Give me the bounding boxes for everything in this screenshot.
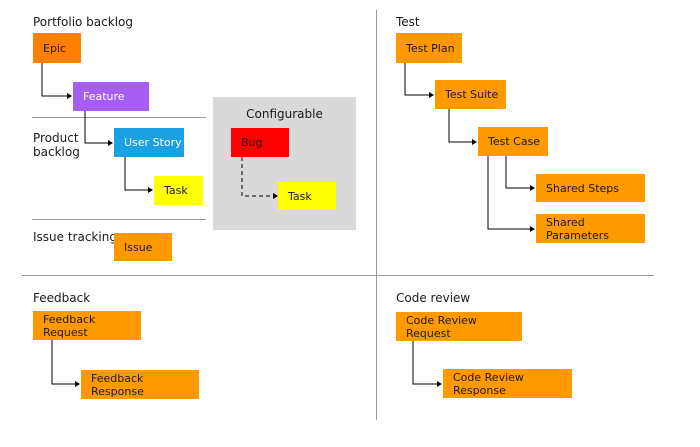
feedback-request-box: Feedback Request	[33, 311, 141, 340]
portfolio-backlog-label: Portfolio backlog	[33, 15, 133, 29]
configurable-label: Configurable	[246, 107, 323, 121]
code-review-request-box: Code Review Request	[396, 312, 522, 341]
arrowhead-sharedsteps	[530, 185, 535, 191]
horizontal-divider	[22, 275, 654, 276]
feedback-response-box: Feedback Response	[81, 370, 199, 399]
code-review-response-box: Code Review Response	[443, 369, 572, 398]
arrowhead-task	[148, 187, 153, 193]
product-backlog-label: Product backlog	[33, 131, 80, 159]
issue-tracking-label: Issue tracking	[33, 230, 117, 244]
feature-box: Feature	[73, 82, 149, 111]
shared-parameters-box: Shared Parameters	[536, 214, 645, 243]
code-review-label: Code review	[396, 291, 471, 305]
arrowhead-fbresponse	[75, 381, 80, 387]
connector-crrequest-crresponse	[412, 341, 437, 385]
test-plan-box: Test Plan	[396, 33, 462, 63]
arrowhead-crresponse	[437, 381, 442, 387]
connector-testcase-sharedparams	[487, 156, 530, 230]
connector-testsuite-testcase	[448, 109, 472, 143]
arrowhead-testcase	[472, 139, 477, 145]
portfolio-product-divider	[32, 117, 206, 118]
connector-testplan-testsuite	[404, 63, 429, 96]
product-issue-divider	[32, 219, 206, 220]
connector-bug-task	[241, 157, 273, 197]
bug-task-box: Task	[278, 182, 336, 210]
test-case-box: Test Case	[478, 127, 548, 156]
issue-box: Issue	[114, 233, 172, 261]
user-story-box: User Story	[114, 128, 184, 157]
connector-testcase-sharedsteps	[505, 156, 530, 189]
shared-steps-box: Shared Steps	[536, 174, 645, 202]
arrowhead-sharedparams	[530, 226, 535, 232]
connector-epic-feature	[41, 63, 67, 97]
connector-userstory-task	[124, 157, 148, 191]
task-box: Task	[154, 176, 203, 205]
epic-box: Epic	[33, 33, 81, 63]
connector-feature-userstory	[84, 111, 108, 144]
arrowhead-testsuite	[429, 92, 434, 98]
arrowhead-bug-task	[273, 193, 278, 199]
test-suite-box: Test Suite	[435, 80, 506, 109]
vertical-divider	[376, 10, 377, 420]
bug-box: Bug	[231, 128, 289, 157]
test-label: Test	[396, 15, 420, 29]
arrowhead-feature	[67, 93, 72, 99]
feedback-label: Feedback	[33, 291, 91, 305]
connector-fbrequest-fbresponse	[51, 340, 75, 385]
arrowhead-userstory	[108, 140, 113, 146]
